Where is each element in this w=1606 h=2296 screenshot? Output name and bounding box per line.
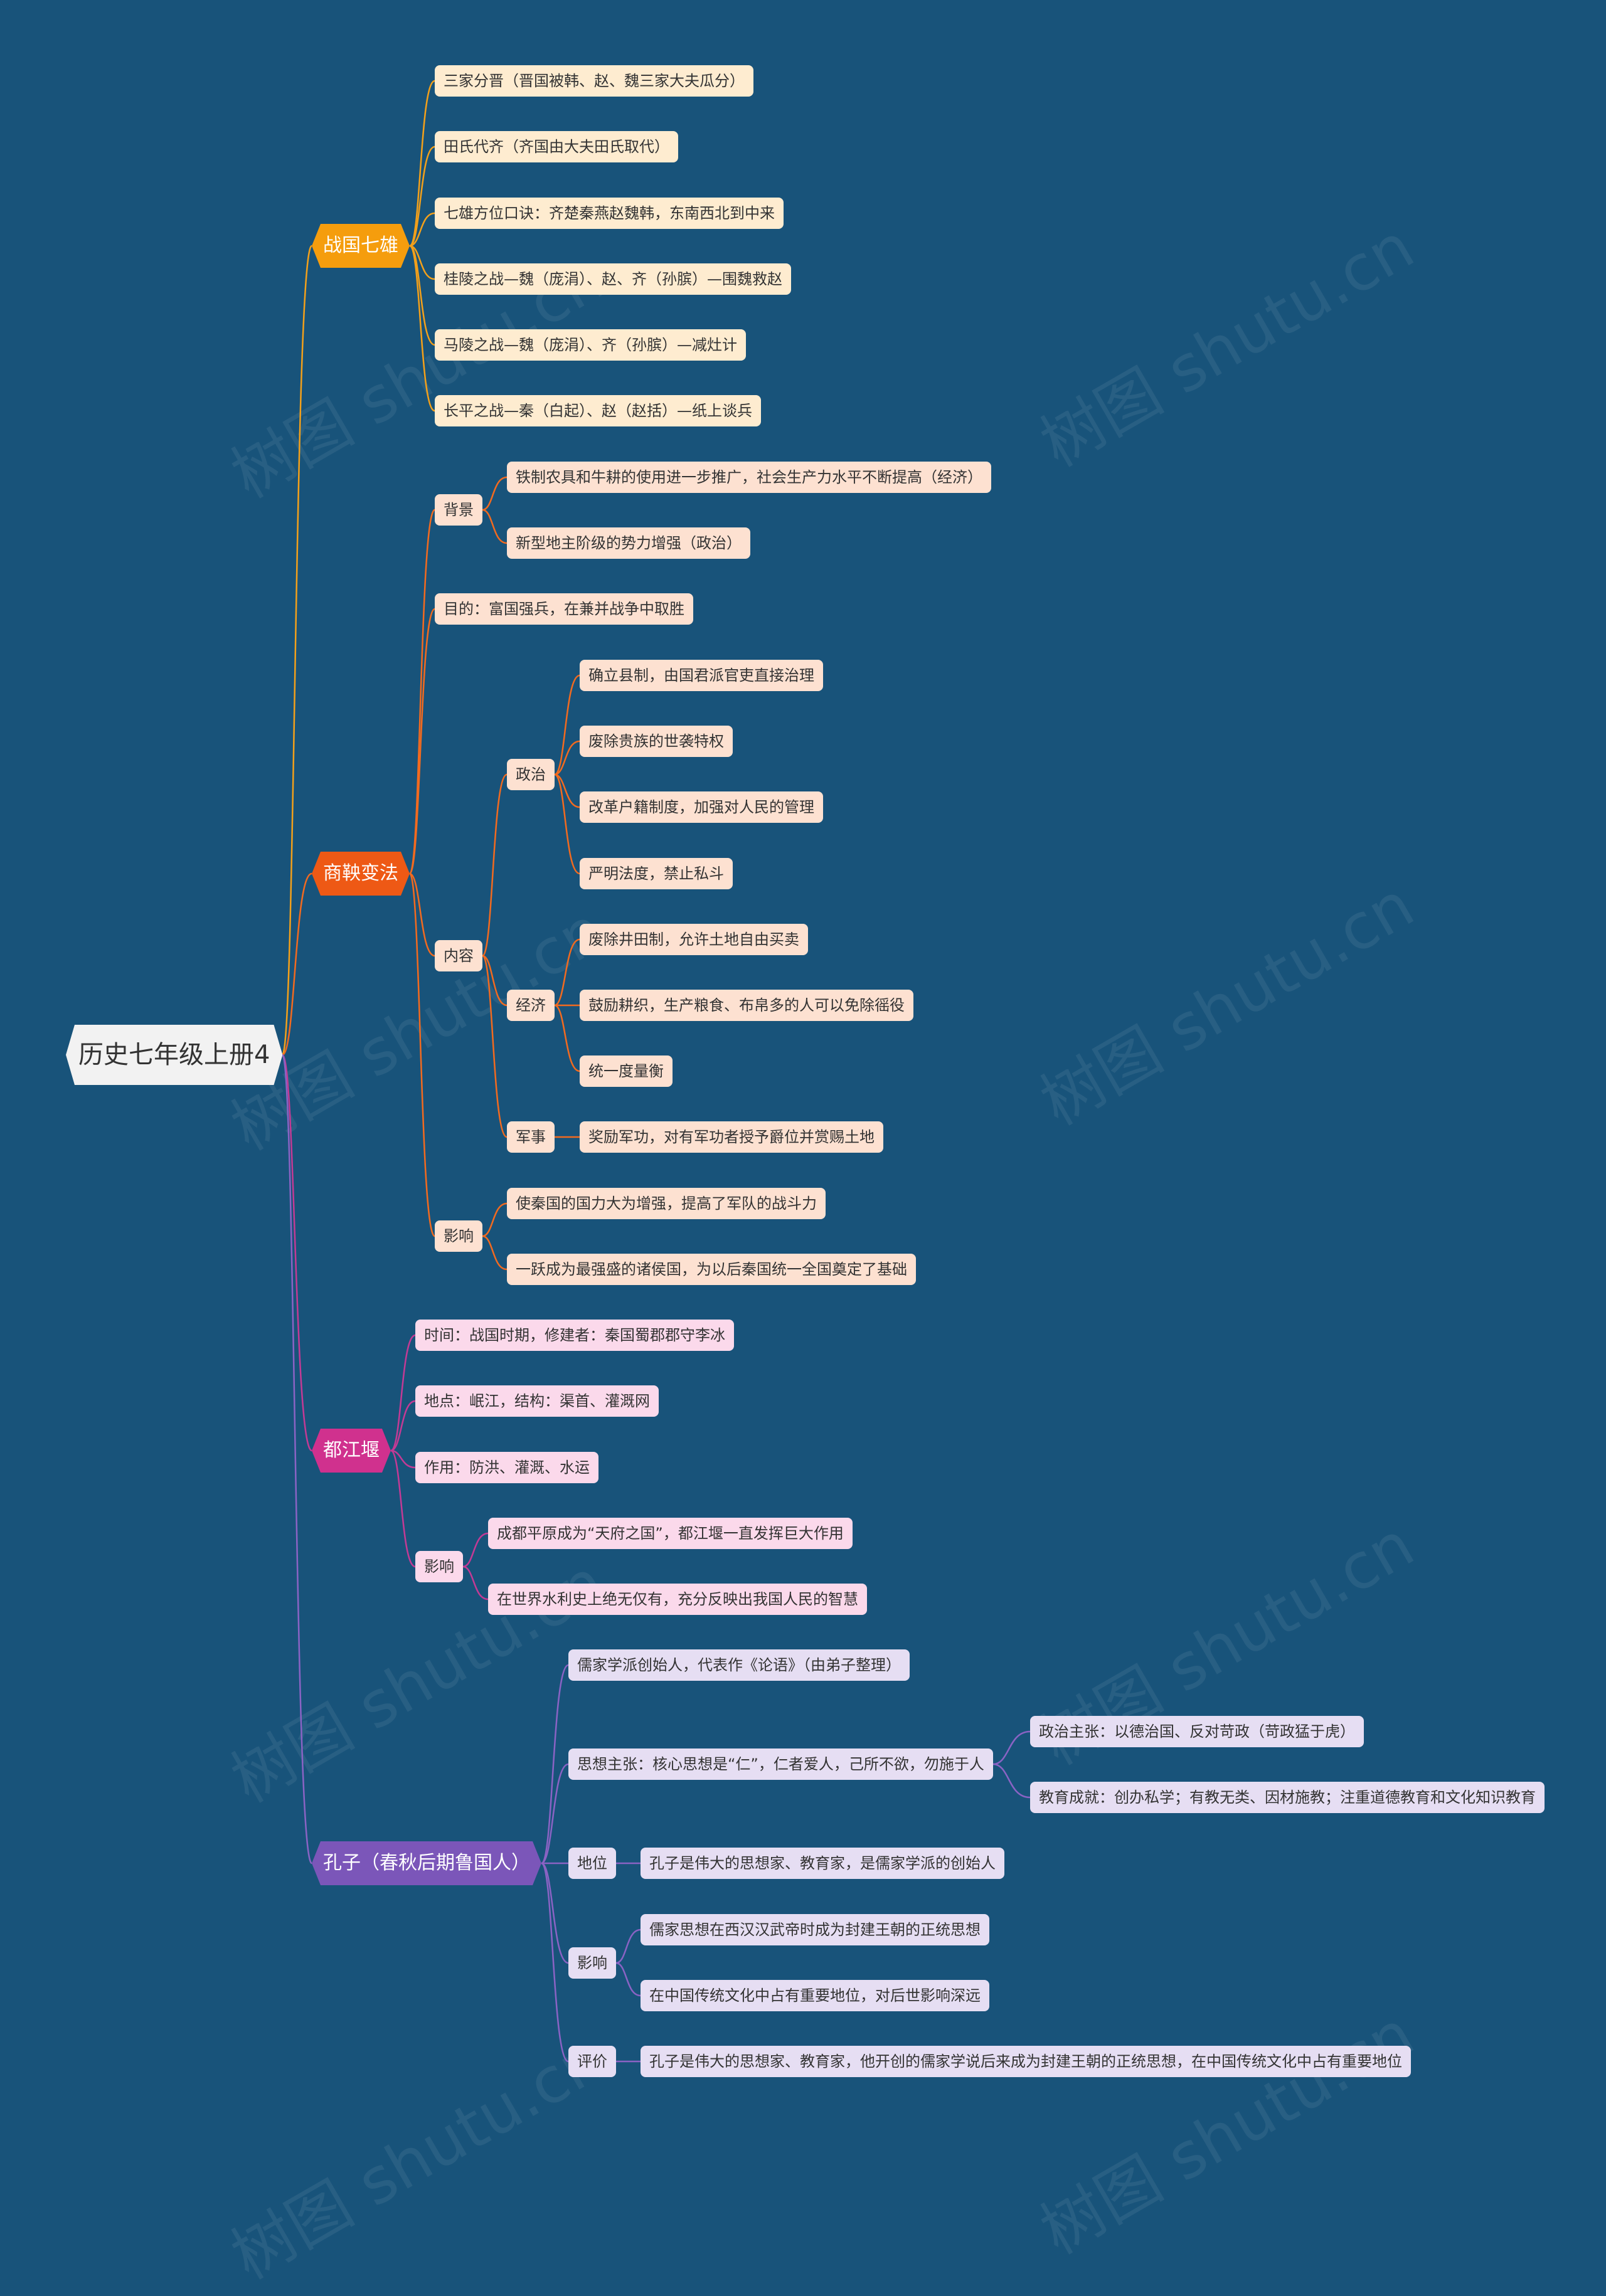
connector-line bbox=[409, 212, 435, 247]
topic-node[interactable]: 政治 bbox=[507, 759, 555, 790]
topic-node[interactable]: 评价 bbox=[568, 2046, 616, 2077]
topic-node[interactable]: 作用：防洪、灌溉、水运 bbox=[415, 1452, 598, 1483]
branch-zhanguo[interactable]: 战国七雄 bbox=[312, 224, 410, 268]
topic-node[interactable]: 军事 bbox=[507, 1121, 555, 1153]
topic-node[interactable]: 影响 bbox=[568, 1947, 616, 1979]
connector-line bbox=[390, 1449, 416, 1469]
topic-node[interactable]: 马陵之战—魏（庞涓）、齐（孙膑）—减灶计 bbox=[435, 329, 746, 361]
topic-node[interactable]: 奖励军功，对有军功者授予爵位并赏赐土地 bbox=[580, 1121, 883, 1153]
branch-kongzi[interactable]: 孔子（春秋后期鲁国人） bbox=[312, 1841, 541, 1885]
connector-line bbox=[408, 608, 436, 875]
topic-node[interactable]: 地位 bbox=[568, 1848, 616, 1879]
topic-node[interactable]: 铁制农具和牛耕的使用进一步推广，社会生产力水平不断提高（经济） bbox=[507, 462, 991, 493]
topic-node[interactable]: 田氏代齐（齐国由大夫田氏取代） bbox=[435, 131, 678, 162]
connector-line bbox=[554, 773, 580, 808]
topic-node[interactable]: 桂陵之战—魏（庞涓）、赵、齐（孙膑）—围魏救赵 bbox=[435, 263, 791, 295]
topic-node[interactable]: 使秦国的国力大为增强，提高了军队的战斗力 bbox=[507, 1188, 826, 1219]
connector-line bbox=[409, 245, 435, 346]
topic-node[interactable]: 目的：富国强兵，在兼并战争中取胜 bbox=[435, 593, 693, 625]
connector-line bbox=[462, 1565, 489, 1600]
connector-line bbox=[390, 1334, 416, 1452]
connector-lines bbox=[281, 80, 1031, 2063]
connector-line bbox=[554, 773, 580, 875]
topic-node[interactable]: 思想主张：核心思想是“仁”，仁者爱人，己所不欲，勿施于人 bbox=[568, 1748, 993, 1780]
topic-node[interactable]: 影响 bbox=[415, 1551, 463, 1582]
topic-node[interactable]: 孔子是伟大的思想家、教育家，他开创的儒家学说后来成为封建王朝的正统思想，在中国传… bbox=[641, 2046, 1411, 2077]
connector-line bbox=[482, 476, 508, 511]
connector-line bbox=[554, 740, 580, 776]
topic-node[interactable]: 严明法度，禁止私斗 bbox=[580, 858, 733, 889]
connector-line bbox=[281, 245, 313, 1056]
connector-line bbox=[281, 1054, 313, 1865]
connector-line bbox=[615, 1962, 641, 1997]
connector-line bbox=[540, 1862, 569, 2063]
connector-line bbox=[409, 145, 435, 247]
connector-line bbox=[482, 509, 508, 544]
connector-line bbox=[390, 1449, 416, 1568]
topic-node[interactable]: 儒家学派创始人，代表作《论语》（由弟子整理） bbox=[568, 1649, 910, 1681]
topic-node[interactable]: 改革户籍制度，加强对人民的管理 bbox=[580, 791, 823, 823]
topic-node[interactable]: 孔子是伟大的思想家、教育家，是儒家学派的创始人 bbox=[641, 1848, 1004, 1879]
branch-dujiangyan[interactable]: 都江堰 bbox=[312, 1429, 391, 1473]
connector-line bbox=[541, 1862, 569, 1964]
connector-line bbox=[540, 1664, 569, 1865]
connector-line bbox=[282, 872, 312, 1056]
topic-node[interactable]: 在世界水利史上绝无仅有，充分反映出我国人民的智慧 bbox=[488, 1584, 867, 1615]
connector-line bbox=[408, 80, 435, 247]
topic-node[interactable]: 教育成就：创办私学；有教无类、因材施教；注重道德教育和文化知识教育 bbox=[1030, 1782, 1545, 1813]
topic-node[interactable]: 一跃成为最强盛的诸侯国，为以后秦国统一全国奠定了基础 bbox=[507, 1254, 916, 1285]
connector-line bbox=[462, 1532, 489, 1568]
topic-node[interactable]: 鼓励耕织，生产粮食、布帛多的人可以免除徭役 bbox=[580, 990, 913, 1021]
connector-line bbox=[281, 1054, 313, 1452]
topic-node[interactable]: 经济 bbox=[507, 990, 555, 1021]
connector-line bbox=[482, 1202, 508, 1237]
topic-node[interactable]: 时间：战国时期，修建者：秦国蜀郡郡守李冰 bbox=[415, 1320, 734, 1351]
connector-line bbox=[481, 773, 508, 957]
connector-line bbox=[992, 1730, 1031, 1765]
connector-line bbox=[408, 509, 436, 875]
topic-node[interactable]: 儒家思想在西汉汉武帝时成为封建王朝的正统思想 bbox=[641, 1914, 989, 1945]
connector-line bbox=[390, 1400, 416, 1452]
topic-node[interactable]: 内容 bbox=[435, 940, 482, 971]
topic-node[interactable]: 在中国传统文化中占有重要地位，对后世影响深远 bbox=[641, 1980, 989, 2011]
topic-node[interactable]: 背景 bbox=[435, 494, 482, 526]
connector-line bbox=[554, 674, 580, 776]
connector-line bbox=[409, 245, 435, 280]
topic-node[interactable]: 确立县制，由国君派官吏直接治理 bbox=[580, 660, 823, 691]
branch-shangyang[interactable]: 商鞅变法 bbox=[312, 852, 410, 896]
topic-node[interactable]: 三家分晋（晋国被韩、赵、魏三家大夫瓜分） bbox=[435, 65, 753, 97]
topic-node[interactable]: 七雄方位口诀：齐楚秦燕赵魏韩，东南西北到中来 bbox=[435, 198, 784, 229]
topic-node[interactable]: 废除贵族的世袭特权 bbox=[580, 726, 733, 757]
connector-line bbox=[992, 1763, 1031, 1799]
topic-node[interactable]: 废除井田制，允许土地自由买卖 bbox=[580, 924, 808, 955]
topic-node[interactable]: 统一度量衡 bbox=[580, 1055, 673, 1087]
connector-line bbox=[408, 872, 436, 1237]
topic-node[interactable]: 成都平原成为“天府之国”，都江堰一直发挥巨大作用 bbox=[488, 1518, 853, 1549]
connector-line bbox=[541, 1763, 569, 1865]
topic-node[interactable]: 新型地主阶级的势力增强（政治） bbox=[507, 527, 750, 559]
connector-line bbox=[482, 955, 508, 1007]
topic-node[interactable]: 影响 bbox=[435, 1220, 482, 1252]
connector-line bbox=[554, 1004, 580, 1072]
connector-line bbox=[482, 1235, 508, 1271]
connector-line bbox=[409, 872, 435, 957]
connector-line bbox=[554, 938, 580, 1007]
connector-line bbox=[615, 1928, 641, 1964]
root-topic[interactable]: 历史七年级上册4 bbox=[66, 1025, 282, 1085]
connector-line bbox=[481, 955, 508, 1138]
topic-node[interactable]: 地点：岷江，结构：渠首、灌溉网 bbox=[415, 1385, 659, 1417]
topic-node[interactable]: 政治主张：以德治国、反对苛政（苛政猛于虎） bbox=[1030, 1716, 1364, 1747]
connector-line bbox=[408, 245, 435, 412]
topic-node[interactable]: 长平之战—秦（白起）、赵（赵括）—纸上谈兵 bbox=[435, 395, 761, 426]
